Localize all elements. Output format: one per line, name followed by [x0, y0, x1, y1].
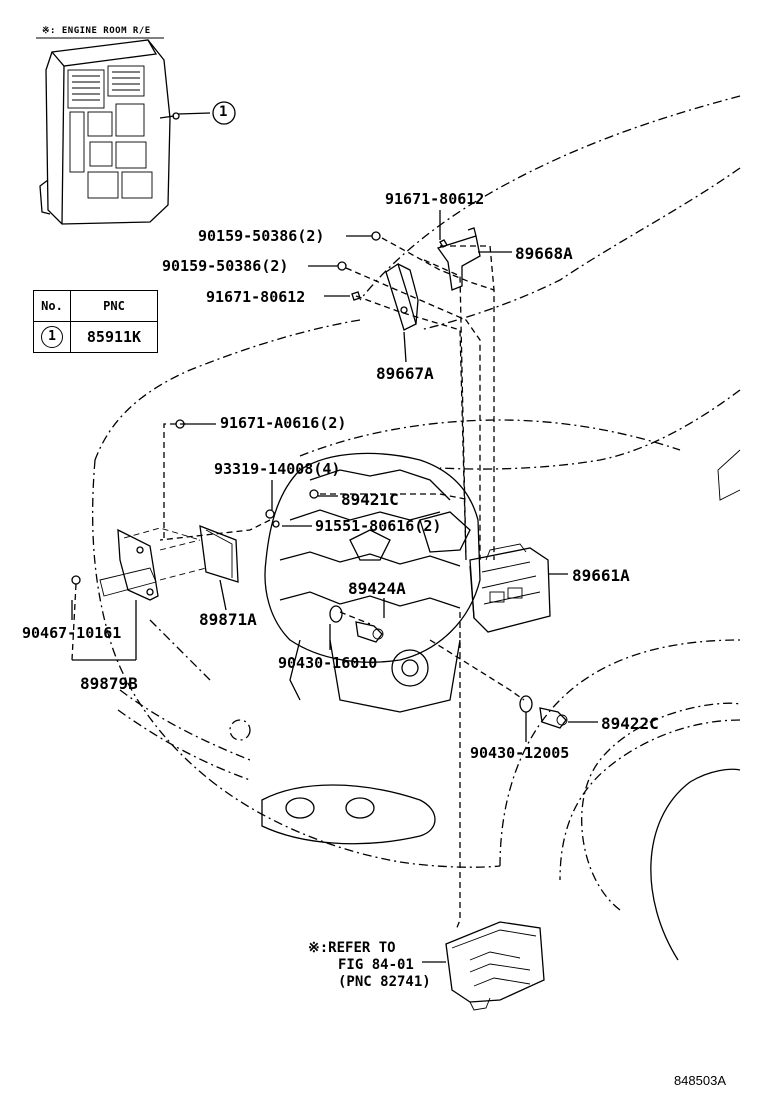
- label-89422c[interactable]: 89422C: [601, 714, 659, 733]
- engine-assembly: [264, 452, 481, 713]
- sensor-89424a: [355, 621, 384, 643]
- sensor-89422c: [539, 707, 568, 729]
- refer-note-line3: (PNC 82741): [338, 974, 431, 990]
- table-row: 1 85911K: [33, 321, 158, 353]
- label-89667a[interactable]: 89667A: [376, 364, 434, 383]
- bracket-89668a: [436, 227, 481, 291]
- junction-block-82741: [445, 921, 545, 1011]
- table-row-number: 1: [41, 326, 63, 348]
- label-93319-14008[interactable]: 93319-14008(4): [214, 460, 341, 478]
- label-89661a[interactable]: 89661A: [572, 566, 630, 585]
- assembly-dash-lines: [71, 237, 525, 931]
- table-row-pnc: 85911K: [70, 321, 158, 353]
- engine-room-relay-block-drawing: [39, 39, 180, 225]
- callout-leader: [177, 112, 211, 115]
- header-note: ※: ENGINE ROOM R/E: [42, 26, 151, 36]
- label-90159-50386-b[interactable]: 90159-50386(2): [162, 257, 289, 275]
- refer-note: ※:REFER TO FIG 84-01 (PNC 82741): [308, 940, 431, 991]
- header-underline: [36, 37, 164, 39]
- label-90159-50386-a[interactable]: 90159-50386(2): [198, 227, 325, 245]
- label-91671-a0616[interactable]: 91671-A0616(2): [220, 414, 347, 432]
- refer-note-line1: ※:REFER TO: [308, 940, 396, 956]
- figure-id: 848503A: [673, 1073, 726, 1088]
- bracket-89879b: [99, 527, 201, 601]
- label-90467-10161[interactable]: 90467-10161: [22, 624, 122, 642]
- front-grille: [117, 619, 251, 781]
- ecu-89871a: [159, 524, 239, 583]
- label-90430-16010[interactable]: 90430-16010: [278, 654, 378, 672]
- label-leader-lines: [71, 210, 598, 963]
- label-90430-12005[interactable]: 90430-12005: [470, 744, 570, 762]
- wheel-arch: [581, 702, 741, 961]
- label-91671-80612-top[interactable]: 91671-80612: [385, 190, 485, 208]
- label-91551-80616[interactable]: 91551-80616(2): [315, 517, 442, 535]
- pnc-table: No. PNC 1 85911K: [33, 290, 158, 353]
- label-89668a[interactable]: 89668A: [515, 244, 573, 263]
- table-header-pnc: PNC: [70, 290, 158, 322]
- label-91671-80612-mid[interactable]: 91671-80612: [206, 288, 306, 306]
- refer-note-line2: FIG 84-01: [338, 957, 414, 973]
- callout-circle: [212, 101, 236, 125]
- label-89871a[interactable]: 89871A: [199, 610, 257, 629]
- fender-detail: [717, 449, 741, 501]
- label-89424a[interactable]: 89424A: [348, 579, 406, 598]
- ecu-89661a: [469, 543, 551, 633]
- label-89421c[interactable]: 89421C: [341, 490, 399, 509]
- table-header-no: No.: [33, 290, 71, 322]
- headlamp-outline: [261, 784, 436, 845]
- label-89879b[interactable]: 89879B: [80, 674, 138, 693]
- vehicle-body-outline: [91, 95, 741, 881]
- bracket-89667a: [385, 262, 419, 331]
- callout-number: 1: [219, 104, 228, 120]
